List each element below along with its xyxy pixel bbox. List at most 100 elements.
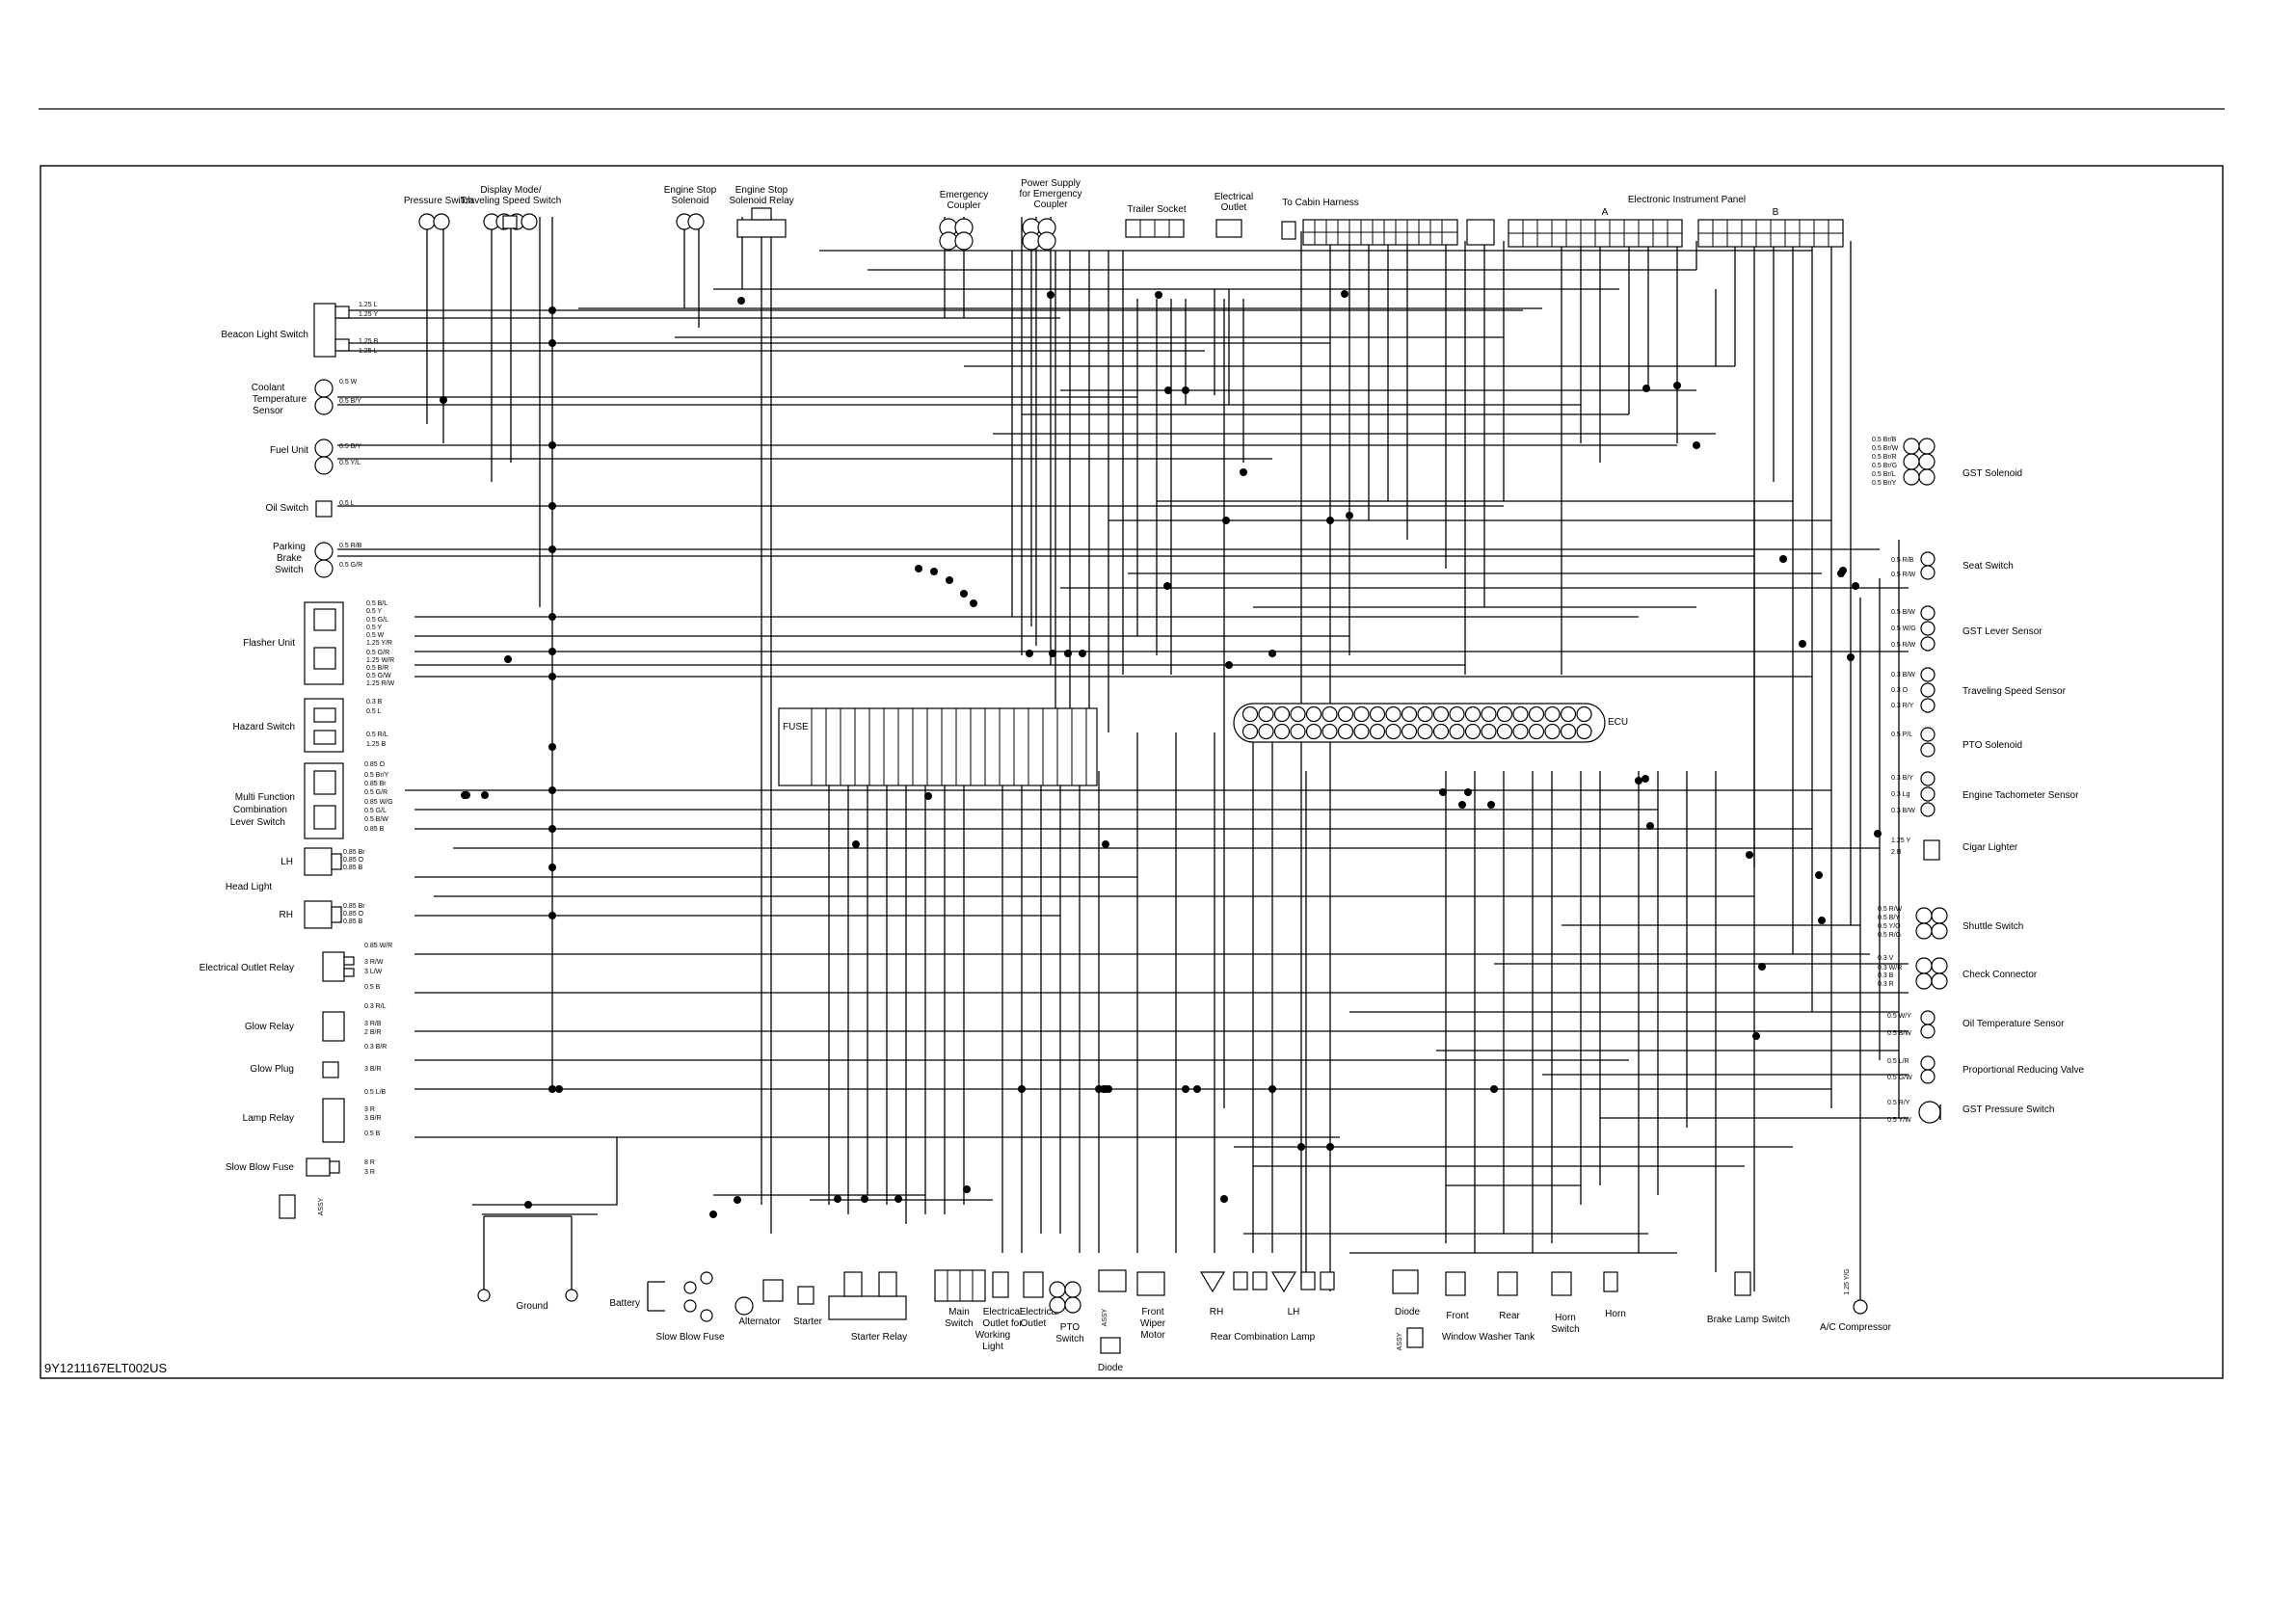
wire-label: 0.5 G/R — [364, 789, 387, 796]
fuse-label: FUSE — [783, 722, 809, 732]
ecu-pin — [1528, 723, 1545, 740]
wire-label: 0.5 Y/W — [1887, 1117, 1911, 1124]
wire-label: 1.25 Y/G — [1844, 1268, 1851, 1295]
ecu-pin — [1576, 705, 1592, 723]
wire-label: 0.5 B/W — [1891, 609, 1915, 616]
cigar-lighter: Cigar Lighter 1.25 Y 2 B — [1891, 838, 2018, 861]
junction-dots — [440, 290, 1882, 1218]
gst-lever-sensor: GST Lever Sensor 0.5 B/W 0.5 W/G 0.5 R/W — [1891, 605, 2042, 652]
head-light-rh: RH 0.85 Br 0.85 O 0.85 B — [280, 900, 365, 929]
wire-label: 0.5 G/R — [366, 650, 389, 656]
ecu-pin — [1305, 705, 1322, 723]
main-switch-label-2: Switch — [945, 1318, 973, 1329]
wire-label: 0.5 Br/G — [1872, 463, 1897, 469]
pto-switch-label-2: Switch — [1055, 1334, 1083, 1344]
wire-label: 0.5 B/W — [1887, 1030, 1911, 1037]
assy-label-bottom: ASSY — [1102, 1308, 1108, 1326]
ecu-pin — [1258, 723, 1274, 740]
ecu-pins — [1241, 705, 1592, 740]
wire-label: 0.5 W/Y — [1887, 1013, 1911, 1020]
check-connector: Check Connector 0.3 V 0.3 W/R 0.3 B 0.3 … — [1878, 955, 2038, 990]
hazard-switch-label: Hazard Switch — [233, 722, 295, 732]
ecu-pin — [1544, 723, 1561, 740]
slow-blow-fuse-bottom: Slow Blow Fuse — [655, 1271, 725, 1343]
wire-label: 0.3 O — [1891, 687, 1909, 694]
to-cabin-harness-label: To Cabin Harness — [1282, 198, 1358, 208]
outlet-working-label-4: Light — [982, 1342, 1003, 1352]
wire-label: 0.5 W — [339, 379, 358, 386]
wire-label: 0.85 O — [364, 761, 386, 768]
wire-label: 0.5 W — [366, 632, 385, 639]
gst-pressure-switch-label: GST Pressure Switch — [1962, 1104, 2054, 1115]
pressure-switch: Pressure Switch — [404, 196, 473, 230]
ecu-pin — [1369, 705, 1386, 723]
wire-label: 0.5 Y — [366, 608, 383, 615]
window-washer-tank-label: Window Washer Tank — [1442, 1332, 1535, 1343]
ecu-label: ECU — [1608, 717, 1628, 728]
wire-label: 3 L/W — [364, 969, 383, 975]
head-rh-label: RH — [280, 910, 293, 920]
wire-label: 0.3 V — [1878, 955, 1894, 962]
diode-bottom: ASSY Diode — [1098, 1269, 1127, 1373]
glow-plug: Glow Plug 3 B/R — [250, 1061, 382, 1078]
slow-blow-fuse-label: Slow Blow Fuse — [226, 1162, 295, 1173]
ecu-pin — [1385, 723, 1402, 740]
diode-right-label: Diode — [1395, 1307, 1421, 1317]
ecu-pin — [1353, 705, 1370, 723]
oil-switch: Oil Switch 0.5 L — [266, 500, 355, 518]
wire-label: 0.5 B/L — [366, 600, 387, 607]
wire-label: 3 R/B — [364, 1021, 382, 1027]
wire-label: 0.85 B — [364, 826, 385, 833]
ecu-pin — [1512, 705, 1529, 723]
diagram-frame — [40, 165, 2224, 1379]
glow-plug-label: Glow Plug — [250, 1064, 294, 1075]
washer-rear-label: Rear — [1499, 1311, 1520, 1321]
engine-stop-solenoid-label-1: Engine Stop — [664, 185, 717, 196]
wire-label: 0.85 W/R — [364, 943, 392, 949]
wire-label: 0.85 B — [343, 865, 363, 871]
front-wiper-label-1: Front — [1141, 1307, 1164, 1317]
electrical-outlet-relay: Electrical Outlet Relay 0.85 W/R 3 R/W 3… — [200, 943, 393, 991]
ecu-pin — [1241, 723, 1259, 740]
wire-label: 0.5 R/Y — [1887, 1100, 1910, 1106]
electrical-outlet-bottom-label-1: Electrical — [1020, 1307, 1059, 1317]
wire-label: 0.3 B/R — [364, 1044, 387, 1051]
head-lh-label: LH — [280, 857, 293, 867]
slow-blow-fuse-left: Slow Blow Fuse 8 R 3 R ASSY — [226, 1157, 375, 1219]
wire-label: 1.25 L — [359, 302, 378, 308]
electrical-outlet-working-light: Electrical Outlet for Working Light — [975, 1271, 1023, 1352]
power-supply-emergency-coupler: Power Supply for Emergency Coupler — [1019, 178, 1082, 251]
coolant-label-2: Temperature — [253, 394, 307, 405]
front-wiper-label-2: Wiper — [1140, 1318, 1166, 1329]
engine-tachometer-sensor-label: Engine Tachometer Sensor — [1962, 790, 2079, 801]
to-cabin-harness: To Cabin Harness — [1281, 198, 1495, 246]
ecu-pin — [1544, 705, 1561, 723]
main-switch: Main Switch — [934, 1269, 986, 1329]
wire-label: 0.5 Br/L — [1872, 471, 1896, 478]
wire-label: 0.5 G/L — [364, 808, 387, 814]
flasher-wire-labels: 0.5 B/L 0.5 Y 0.5 G/L 0.5 Y 0.5 W 1.25 Y… — [366, 600, 395, 687]
lamp-relay: Lamp Relay 0.5 L/B 3 R 3 B/R 0.5 B — [243, 1089, 387, 1143]
wire-label: 0.3 Lg — [1891, 791, 1910, 798]
wire-label: 1.25 L — [359, 348, 378, 355]
ecu-pin — [1512, 723, 1529, 740]
coolant-temperature-sensor: Coolant Temperature Sensor 0.5 W 0.5 B/Y — [252, 379, 362, 416]
wire-label: 0.5 G/W — [1887, 1075, 1912, 1081]
electrical-outlet-bottom: Electrical Outlet — [1020, 1271, 1059, 1329]
front-wiper-motor: Front Wiper Motor — [1136, 1271, 1166, 1341]
ecu-pin — [1464, 705, 1482, 723]
wire-label: 1.25 Y/R — [366, 640, 392, 647]
emergency-coupler-label-2: Coupler — [947, 200, 981, 211]
oil-switch-label: Oil Switch — [266, 503, 308, 514]
beacon-light-switch: Beacon Light Switch 1.25 L 1.25 Y 1.25 B… — [221, 302, 379, 358]
ecu-pin — [1449, 705, 1465, 723]
trailer-socket: Trailer Socket — [1125, 204, 1187, 238]
cigar-lighter-label: Cigar Lighter — [1962, 842, 2018, 853]
brake-lamp-switch: Brake Lamp Switch — [1707, 1271, 1790, 1325]
starter-label: Starter — [793, 1317, 823, 1327]
electronic-instrument-panel: Electronic Instrument Panel A B — [1508, 195, 1844, 248]
wire-grid — [337, 217, 1909, 1311]
wire-label: 0.5 B/R — [366, 665, 388, 672]
wire-label: 0.5 R/W — [1891, 642, 1916, 649]
ecu-pin — [1401, 723, 1418, 740]
